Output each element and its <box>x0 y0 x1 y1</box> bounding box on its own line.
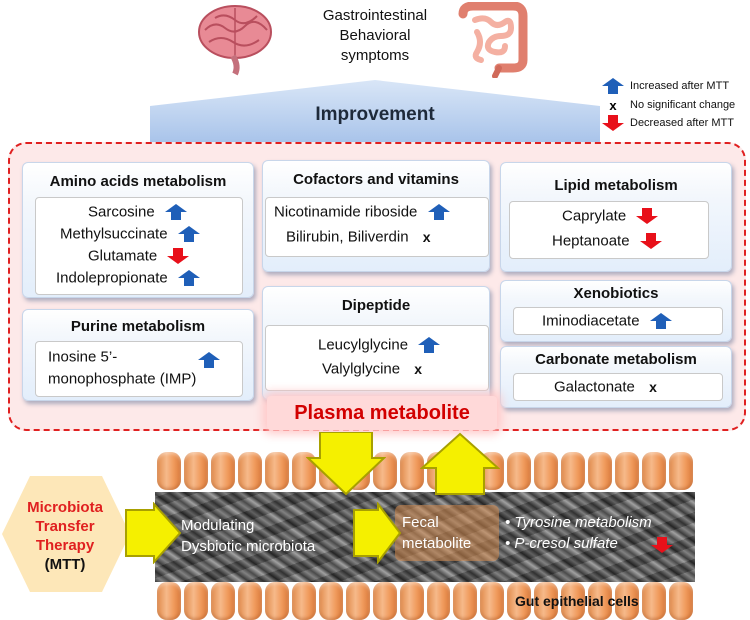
up-arrow-big-icon <box>420 432 500 495</box>
card-amino-acids: Amino acids metabolism Sarcosine Methyls… <box>22 162 254 298</box>
legend-decreased: Decreased after MTT <box>602 114 734 132</box>
card-title: Cofactors and vitamins <box>293 171 459 188</box>
card-body: Inosine 5’- monophosphate (IMP) <box>35 341 243 397</box>
intestine-icon <box>458 2 528 78</box>
no-change-mark: x <box>422 229 431 246</box>
epithelial-cells-bottom <box>155 582 695 620</box>
up-arrow-icon <box>177 226 200 243</box>
symptoms-title: Gastrointestinal Behavioral symptoms <box>285 6 465 66</box>
no-change-mark: x <box>649 379 657 396</box>
legend-decreased-label: Decreased after MTT <box>630 116 734 129</box>
down-arrow-icon <box>651 537 673 553</box>
metabolite-row: Methylsuccinate <box>60 225 200 243</box>
up-arrow-icon <box>427 204 450 221</box>
plasma-metabolite-label: Plasma metabolite <box>267 396 497 430</box>
card-title: Lipid metabolism <box>554 177 678 194</box>
no-change-mark: x <box>414 361 423 378</box>
card-body: Nicotinamide riboside Bilirubin, Biliver… <box>265 197 489 257</box>
down-arrow-icon <box>639 233 662 250</box>
metabolite-row: Valylglycine x <box>322 360 423 378</box>
legend-no-change-label: No significant change <box>630 98 736 111</box>
metabolite-row: Galactonate x <box>554 378 657 396</box>
gut-epithelial-label: Gut epithelial cells <box>515 593 639 609</box>
metabolite-row: Sarcosine <box>88 203 187 221</box>
legend-no-change: x No significant change <box>602 96 735 114</box>
right-arrow-big-icon <box>353 502 402 564</box>
card-title: Carbonate metabolism <box>535 351 697 368</box>
up-arrow-icon <box>602 77 624 95</box>
card-title: Purine metabolism <box>70 318 206 335</box>
legend-increased-label: Increased after MTT <box>630 79 730 92</box>
metabolite-row: Glutamate <box>88 247 190 265</box>
brain-icon <box>198 5 272 76</box>
card-carbonate: Carbonate metabolism Galactonate x <box>500 346 732 408</box>
down-arrow-icon <box>167 248 190 265</box>
card-purine: Purine metabolism Inosine 5’- monophosph… <box>22 309 254 401</box>
mtt-hexagon <box>2 476 130 592</box>
card-xenobiotics: Xenobiotics Iminodiacetate <box>500 280 732 342</box>
card-title: Amino acids metabolism <box>49 173 227 190</box>
card-body: Galactonate x <box>513 373 723 401</box>
metabolite-row: Indolepropionate <box>56 269 200 287</box>
up-arrow-icon <box>198 352 220 368</box>
modulating-text: Modulating Dysbiotic microbiota <box>181 517 316 555</box>
card-lipid: Lipid metabolism Caprylate Heptanoate <box>500 162 732 272</box>
card-body: Caprylate Heptanoate <box>509 201 709 259</box>
card-cofactors: Cofactors and vitamins Nicotinamide ribo… <box>262 160 490 272</box>
fecal-metabolite-box <box>395 505 499 561</box>
metabolite-row: Leucylglycine <box>318 336 441 354</box>
down-arrow-big-icon <box>306 432 386 496</box>
metabolite-row: Nicotinamide riboside <box>274 203 450 221</box>
metabolite-row: Inosine 5’- <box>48 348 118 366</box>
improvement-arrow <box>150 80 600 142</box>
card-title: Dipeptide <box>341 297 411 314</box>
card-body: Sarcosine Methylsuccinate Glutamate Indo… <box>35 197 243 295</box>
down-arrow-icon <box>636 208 659 225</box>
metabolite-row: Heptanoate <box>552 232 662 250</box>
up-arrow-icon <box>164 204 187 221</box>
down-arrow-icon <box>602 114 624 132</box>
symptoms-line: Gastrointestinal <box>322 7 428 24</box>
improvement-label: Improvement <box>315 104 435 125</box>
right-arrow-big-icon <box>125 502 182 564</box>
metabolite-row: Bilirubin, Biliverdin x <box>286 228 431 246</box>
mtt-label: Microbiota Transfer Therapy (MTT) <box>27 499 103 573</box>
card-title: Xenobiotics <box>573 285 659 302</box>
card-body: Leucylglycine Valylglycine x <box>265 325 489 391</box>
card-body: Iminodiacetate <box>513 307 723 335</box>
metabolite-row: monophosphate (IMP) <box>48 370 197 388</box>
card-dipeptide: Dipeptide Leucylglycine Valylglycine x <box>262 286 490 400</box>
symptoms-line: Behavioral <box>339 27 411 44</box>
no-change-mark: x <box>609 97 617 113</box>
up-arrow-icon <box>418 337 441 354</box>
up-arrow-icon <box>177 270 200 287</box>
fecal-text: Fecal metabolite <box>402 514 472 552</box>
metabolite-row: Iminodiacetate <box>542 312 672 330</box>
symptoms-line: symptoms <box>340 47 410 64</box>
fecal-bullets: • Tyrosine metabolism • P-cresol sulfate <box>505 514 652 552</box>
metabolite-row: Caprylate <box>562 207 659 225</box>
legend-increased: Increased after MTT <box>602 77 729 95</box>
up-arrow-icon <box>649 313 672 330</box>
